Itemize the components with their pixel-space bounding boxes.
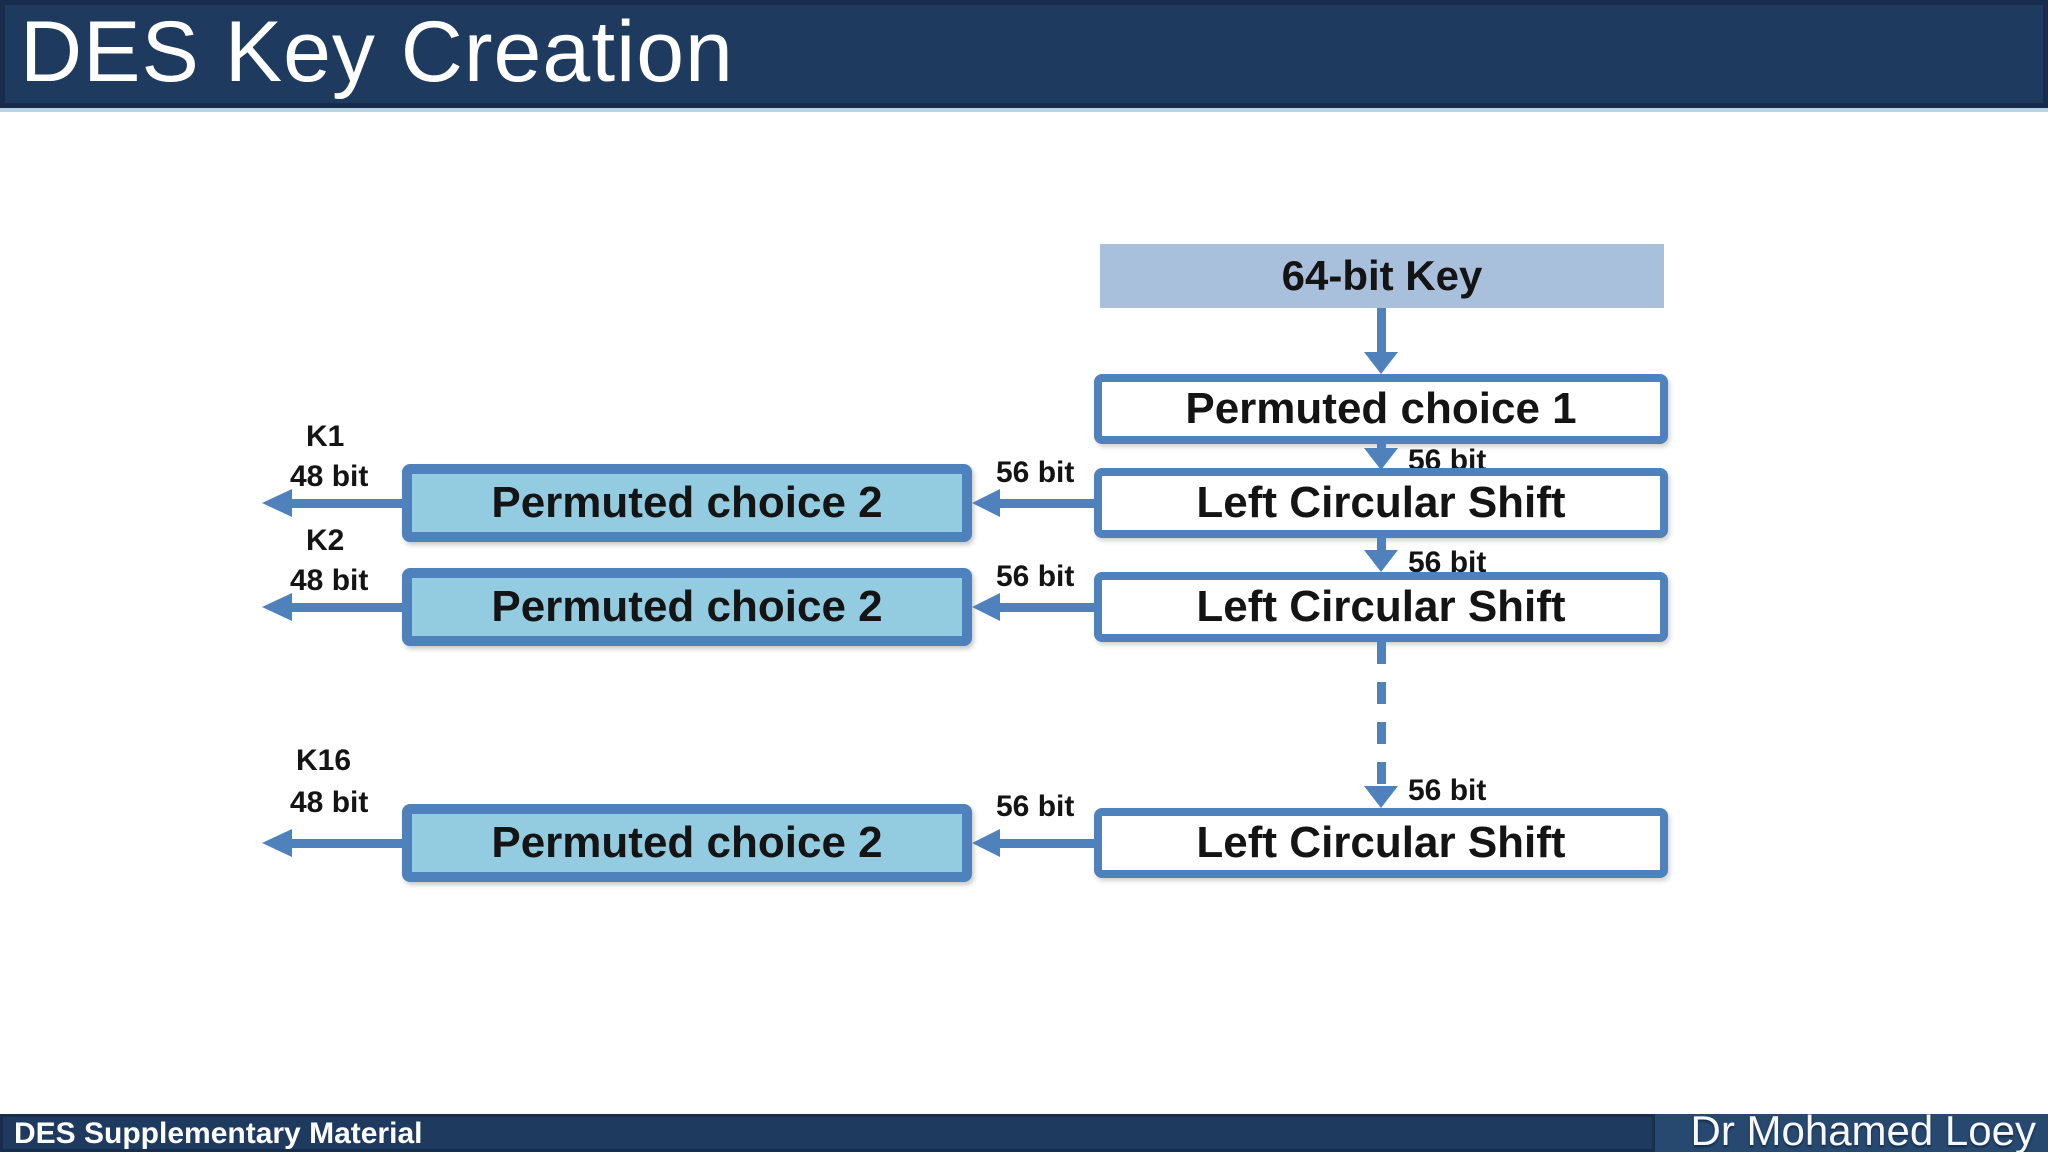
arrow-pc1-to-lcs1-head	[1364, 448, 1398, 470]
arrow-lcs3-to-pc2-shaft	[998, 839, 1094, 848]
label-k2: K2	[306, 524, 345, 557]
arrow-lcs1-to-lcs2-shaft	[1377, 538, 1386, 554]
arrow-key-to-pc1-head	[1364, 352, 1398, 374]
footer-bar: DES Supplementary Material Dr Mohamed Lo…	[0, 1110, 2048, 1152]
box-left-circular-shift-2: Left Circular Shift	[1094, 572, 1668, 642]
title-bar: DES Key Creation	[0, 0, 2048, 112]
label-k1: K1	[306, 420, 345, 453]
label-56bit-row2: 56 bit	[996, 560, 1075, 593]
footer-author: Dr Mohamed Loey	[1690, 1107, 2037, 1152]
arrow-lcs3-to-pc2-head	[972, 829, 1000, 857]
box-left-circular-shift-3: Left Circular Shift	[1094, 808, 1668, 878]
box-permuted-choice-2-row2: Permuted choice 2	[402, 568, 972, 646]
arrow-lcs1-to-pc2-shaft	[998, 499, 1094, 508]
arrow-lcs1-to-pc2-head	[972, 489, 1000, 517]
box-64bit-key: 64-bit Key	[1100, 244, 1664, 308]
arrow-lcs1-to-lcs2-head	[1364, 550, 1398, 572]
arrow-output-k1-head	[262, 489, 292, 517]
footer-title: DES Supplementary Material	[14, 1117, 423, 1150]
arrow-dashed-head	[1364, 786, 1398, 808]
label-48bit-row2: 48 bit	[290, 564, 369, 597]
arrow-output-k16-head	[262, 829, 292, 857]
arrow-dashed-shaft	[1377, 642, 1386, 784]
box-permuted-choice-2-row1: Permuted choice 2	[402, 464, 972, 542]
footer-author-panel: Dr Mohamed Loey	[1652, 1110, 2048, 1152]
arrow-key-to-pc1-shaft	[1377, 308, 1386, 354]
box-left-circular-shift-1: Left Circular Shift	[1094, 468, 1668, 538]
arrow-lcs2-to-pc2-shaft	[998, 603, 1094, 612]
slide-title: DES Key Creation	[20, 4, 734, 100]
label-48bit-row3: 48 bit	[290, 786, 369, 819]
label-k16: K16	[296, 744, 352, 777]
box-permuted-choice-2-row3: Permuted choice 2	[402, 804, 972, 882]
label-56bit-row3: 56 bit	[996, 790, 1075, 823]
arrow-lcs2-to-pc2-head	[972, 593, 1000, 621]
arrow-output-k2-shaft	[290, 603, 402, 612]
label-48bit-row1: 48 bit	[290, 460, 369, 493]
arrow-output-k2-head	[262, 593, 292, 621]
box-permuted-choice-1: Permuted choice 1	[1094, 374, 1668, 444]
arrow-output-k1-shaft	[290, 499, 402, 508]
arrow-output-k16-shaft	[290, 839, 402, 848]
label-56bit-chain-3: 56 bit	[1408, 774, 1487, 807]
label-56bit-row1: 56 bit	[996, 456, 1075, 489]
